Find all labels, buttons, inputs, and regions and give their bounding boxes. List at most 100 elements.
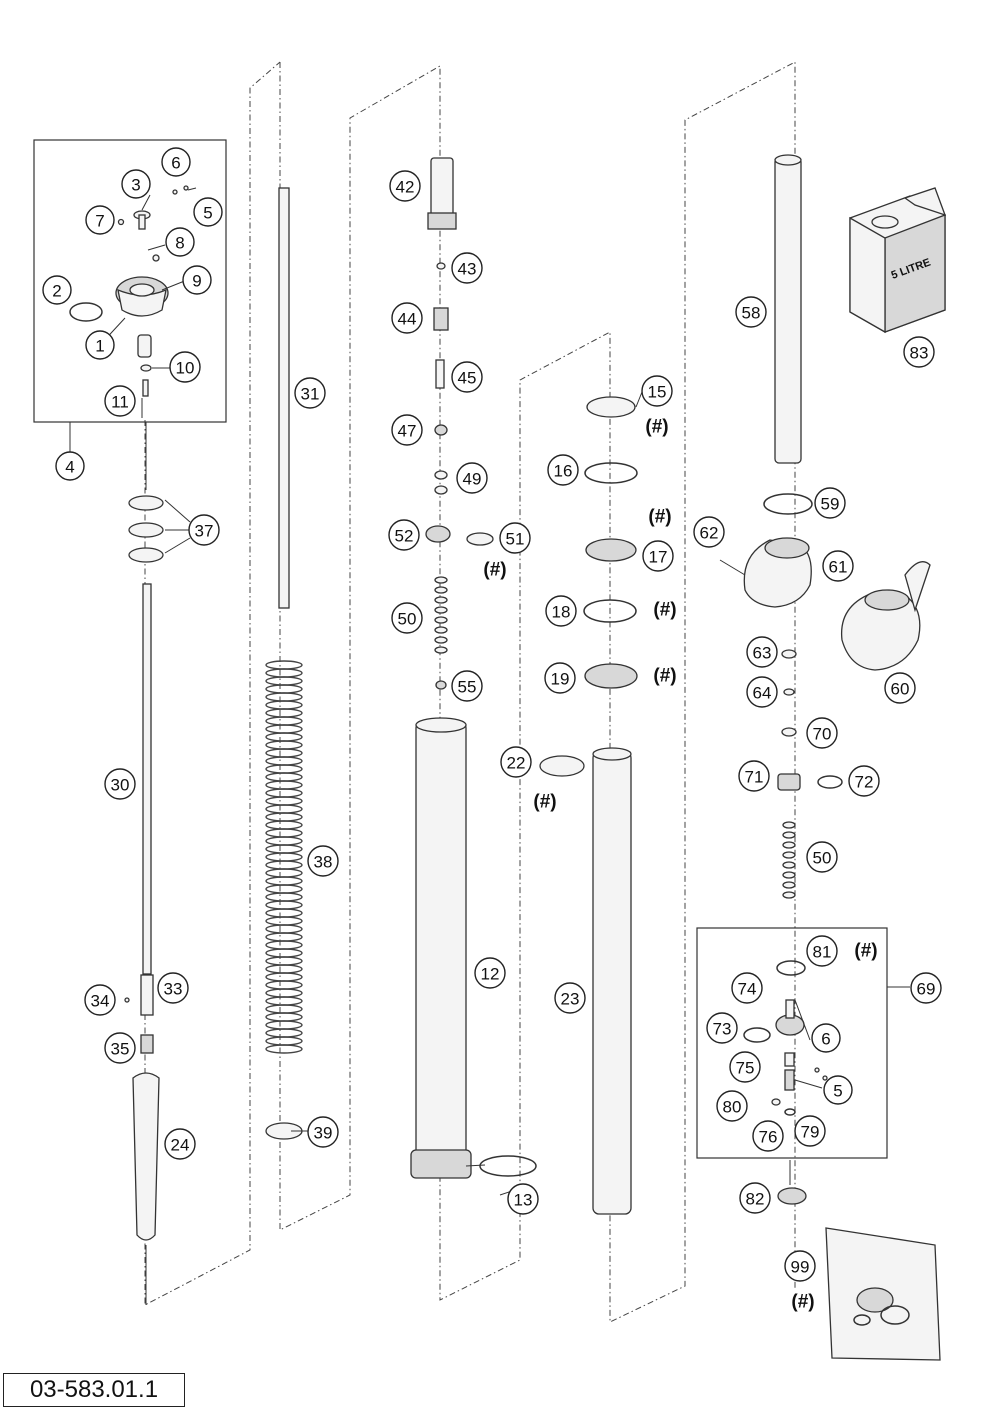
svg-text:18: 18	[552, 603, 571, 622]
spring-coil	[265, 684, 303, 694]
callout-76: 76	[752, 1120, 784, 1152]
svg-text:58: 58	[742, 304, 761, 323]
svg-text:82: 82	[746, 1190, 765, 1209]
callout-19: 19	[544, 662, 576, 694]
callout-64: 64	[746, 676, 778, 708]
svg-text:5: 5	[203, 204, 212, 223]
hash-marker: (#)	[483, 560, 506, 581]
callout-34: 34	[84, 984, 116, 1016]
spring-coil	[265, 788, 303, 798]
callout-44: 44	[391, 302, 423, 334]
spring-coil	[265, 956, 303, 966]
callout-15: 15	[641, 375, 673, 407]
spring-coil	[265, 868, 303, 878]
hash-marker: (#)	[645, 417, 668, 438]
callout-82: 82	[739, 1182, 771, 1214]
svg-text:80: 80	[723, 1098, 742, 1117]
callout-24: 24	[164, 1128, 196, 1160]
hash-marker: (#)	[791, 1292, 814, 1313]
spring-coil	[265, 668, 303, 678]
svg-text:47: 47	[398, 422, 417, 441]
callout-73: 73	[706, 1012, 738, 1044]
callout-43: 43	[451, 252, 483, 284]
svg-text:37: 37	[195, 522, 214, 541]
shim-washer	[434, 576, 448, 584]
svg-text:4: 4	[65, 458, 74, 477]
spring-coil	[265, 884, 303, 894]
svg-text:74: 74	[738, 980, 757, 999]
callout-38: 38	[307, 845, 339, 877]
callout-6: 6	[161, 147, 191, 177]
shim-washer	[782, 891, 796, 899]
svg-text:12: 12	[481, 965, 500, 984]
svg-text:15: 15	[648, 383, 667, 402]
svg-text:7: 7	[95, 212, 104, 231]
shim-washer	[434, 646, 448, 654]
hash-marker: (#)	[653, 666, 676, 687]
shim-washer	[782, 831, 796, 839]
svg-text:24: 24	[171, 1136, 190, 1155]
callout-71: 71	[738, 760, 770, 792]
svg-text:79: 79	[801, 1123, 820, 1142]
cartridge-stack	[410, 157, 537, 1179]
spring-coil	[265, 676, 303, 686]
spring-coil	[265, 764, 303, 774]
spring-coil	[265, 852, 303, 862]
spring-coil	[265, 780, 303, 790]
svg-text:11: 11	[111, 393, 129, 412]
reference-number: 03-583.01.1	[3, 1373, 185, 1407]
spring-coil	[265, 980, 303, 990]
callout-59: 59	[814, 487, 846, 519]
svg-text:73: 73	[713, 1020, 732, 1039]
callout-83: 83	[903, 336, 935, 368]
spring-coil	[265, 1004, 303, 1014]
spring-coil	[265, 836, 303, 846]
hash-marker: (#)	[653, 600, 676, 621]
svg-text:76: 76	[759, 1128, 778, 1147]
spring-coil	[265, 772, 303, 782]
svg-text:3: 3	[131, 176, 140, 195]
svg-text:50: 50	[398, 610, 417, 629]
spring-coil	[265, 828, 303, 838]
spring-coil	[265, 724, 303, 734]
callout-12: 12	[474, 957, 506, 989]
shim-washer	[782, 821, 796, 829]
spring-coil	[265, 708, 303, 718]
callout-70: 70	[806, 717, 838, 749]
svg-text:6: 6	[171, 154, 180, 173]
svg-text:42: 42	[396, 178, 415, 197]
callout-47: 47	[391, 414, 423, 446]
svg-text:5: 5	[833, 1082, 842, 1101]
spring-coil	[265, 964, 303, 974]
hash-markers: (#)(#)(#)(#)(#)(#)(#)(#)	[483, 417, 877, 1313]
spring-coil	[265, 876, 303, 886]
callout-16: 16	[547, 454, 579, 486]
spring-coil	[265, 1020, 303, 1030]
svg-text:22: 22	[507, 754, 526, 773]
svg-text:35: 35	[111, 1040, 130, 1059]
shim-washer	[434, 616, 448, 624]
right-leg-stack	[719, 154, 931, 1205]
callout-39: 39	[307, 1116, 339, 1148]
spring-coil	[265, 820, 303, 830]
callout-11: 11	[104, 385, 136, 417]
callout-60: 60	[884, 672, 916, 704]
callout-6: 6	[811, 1023, 841, 1053]
spring-coil	[265, 860, 303, 870]
spring-coil	[265, 988, 303, 998]
hash-marker: (#)	[648, 507, 671, 528]
shim-washer	[434, 606, 448, 614]
svg-text:60: 60	[891, 680, 910, 699]
spring-coil	[265, 700, 303, 710]
svg-text:55: 55	[458, 678, 477, 697]
spring-coil	[265, 756, 303, 766]
svg-text:71: 71	[745, 768, 764, 787]
svg-text:33: 33	[164, 980, 183, 999]
svg-text:61: 61	[829, 558, 848, 577]
callout-8: 8	[165, 227, 195, 257]
svg-text:75: 75	[736, 1059, 755, 1078]
callout-17: 17	[642, 540, 674, 572]
svg-text:99: 99	[791, 1258, 810, 1277]
spring-coil	[265, 948, 303, 958]
svg-text:10: 10	[176, 359, 195, 378]
